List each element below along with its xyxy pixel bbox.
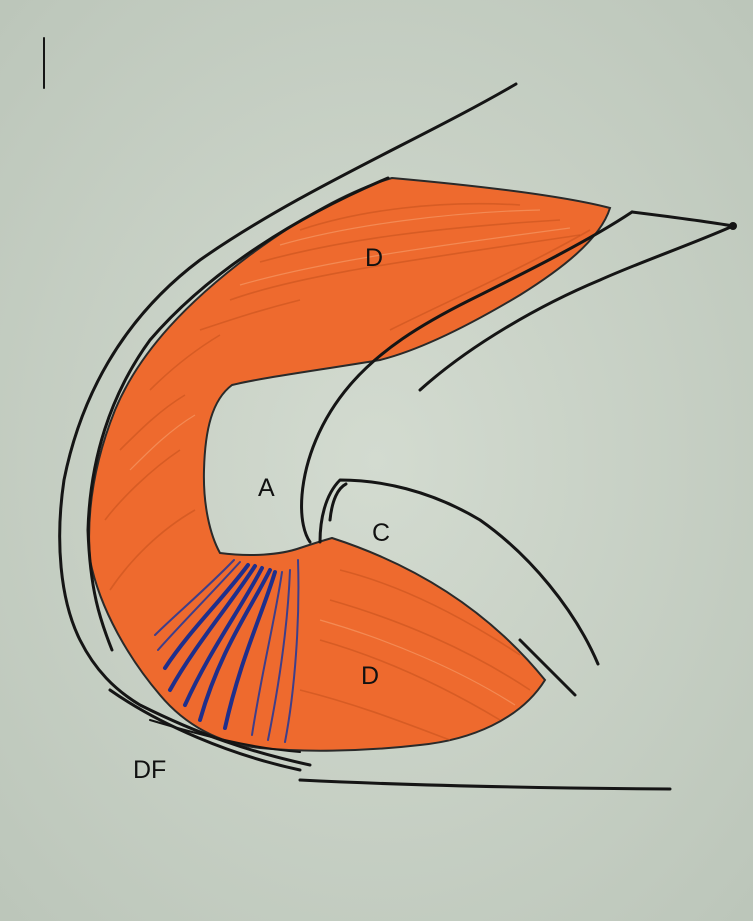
sheath-line-outer	[418, 210, 735, 392]
label-center: A	[258, 474, 275, 502]
sheath-endpoint	[729, 222, 737, 230]
label-muscle-bottom: D	[361, 662, 379, 690]
outer-skin-line	[58, 82, 518, 767]
lower-skin-line-2	[298, 778, 672, 791]
label-bottom-left: DF	[133, 756, 166, 784]
cavity-c-lower	[518, 638, 577, 697]
lower-skin-line	[108, 688, 302, 772]
cavity-c-outline	[318, 478, 600, 666]
muscle-body	[88, 176, 612, 752]
lower-skin-stroke	[149, 719, 301, 753]
label-muscle-top: D	[365, 244, 383, 272]
inner-skin-line	[86, 176, 390, 652]
label-right-cavity: C	[372, 519, 390, 547]
muscle-fibers	[104, 202, 591, 741]
cavity-c-inner	[328, 482, 348, 522]
tendon-fibers	[154, 559, 300, 743]
sheath-line-inner	[300, 210, 634, 544]
